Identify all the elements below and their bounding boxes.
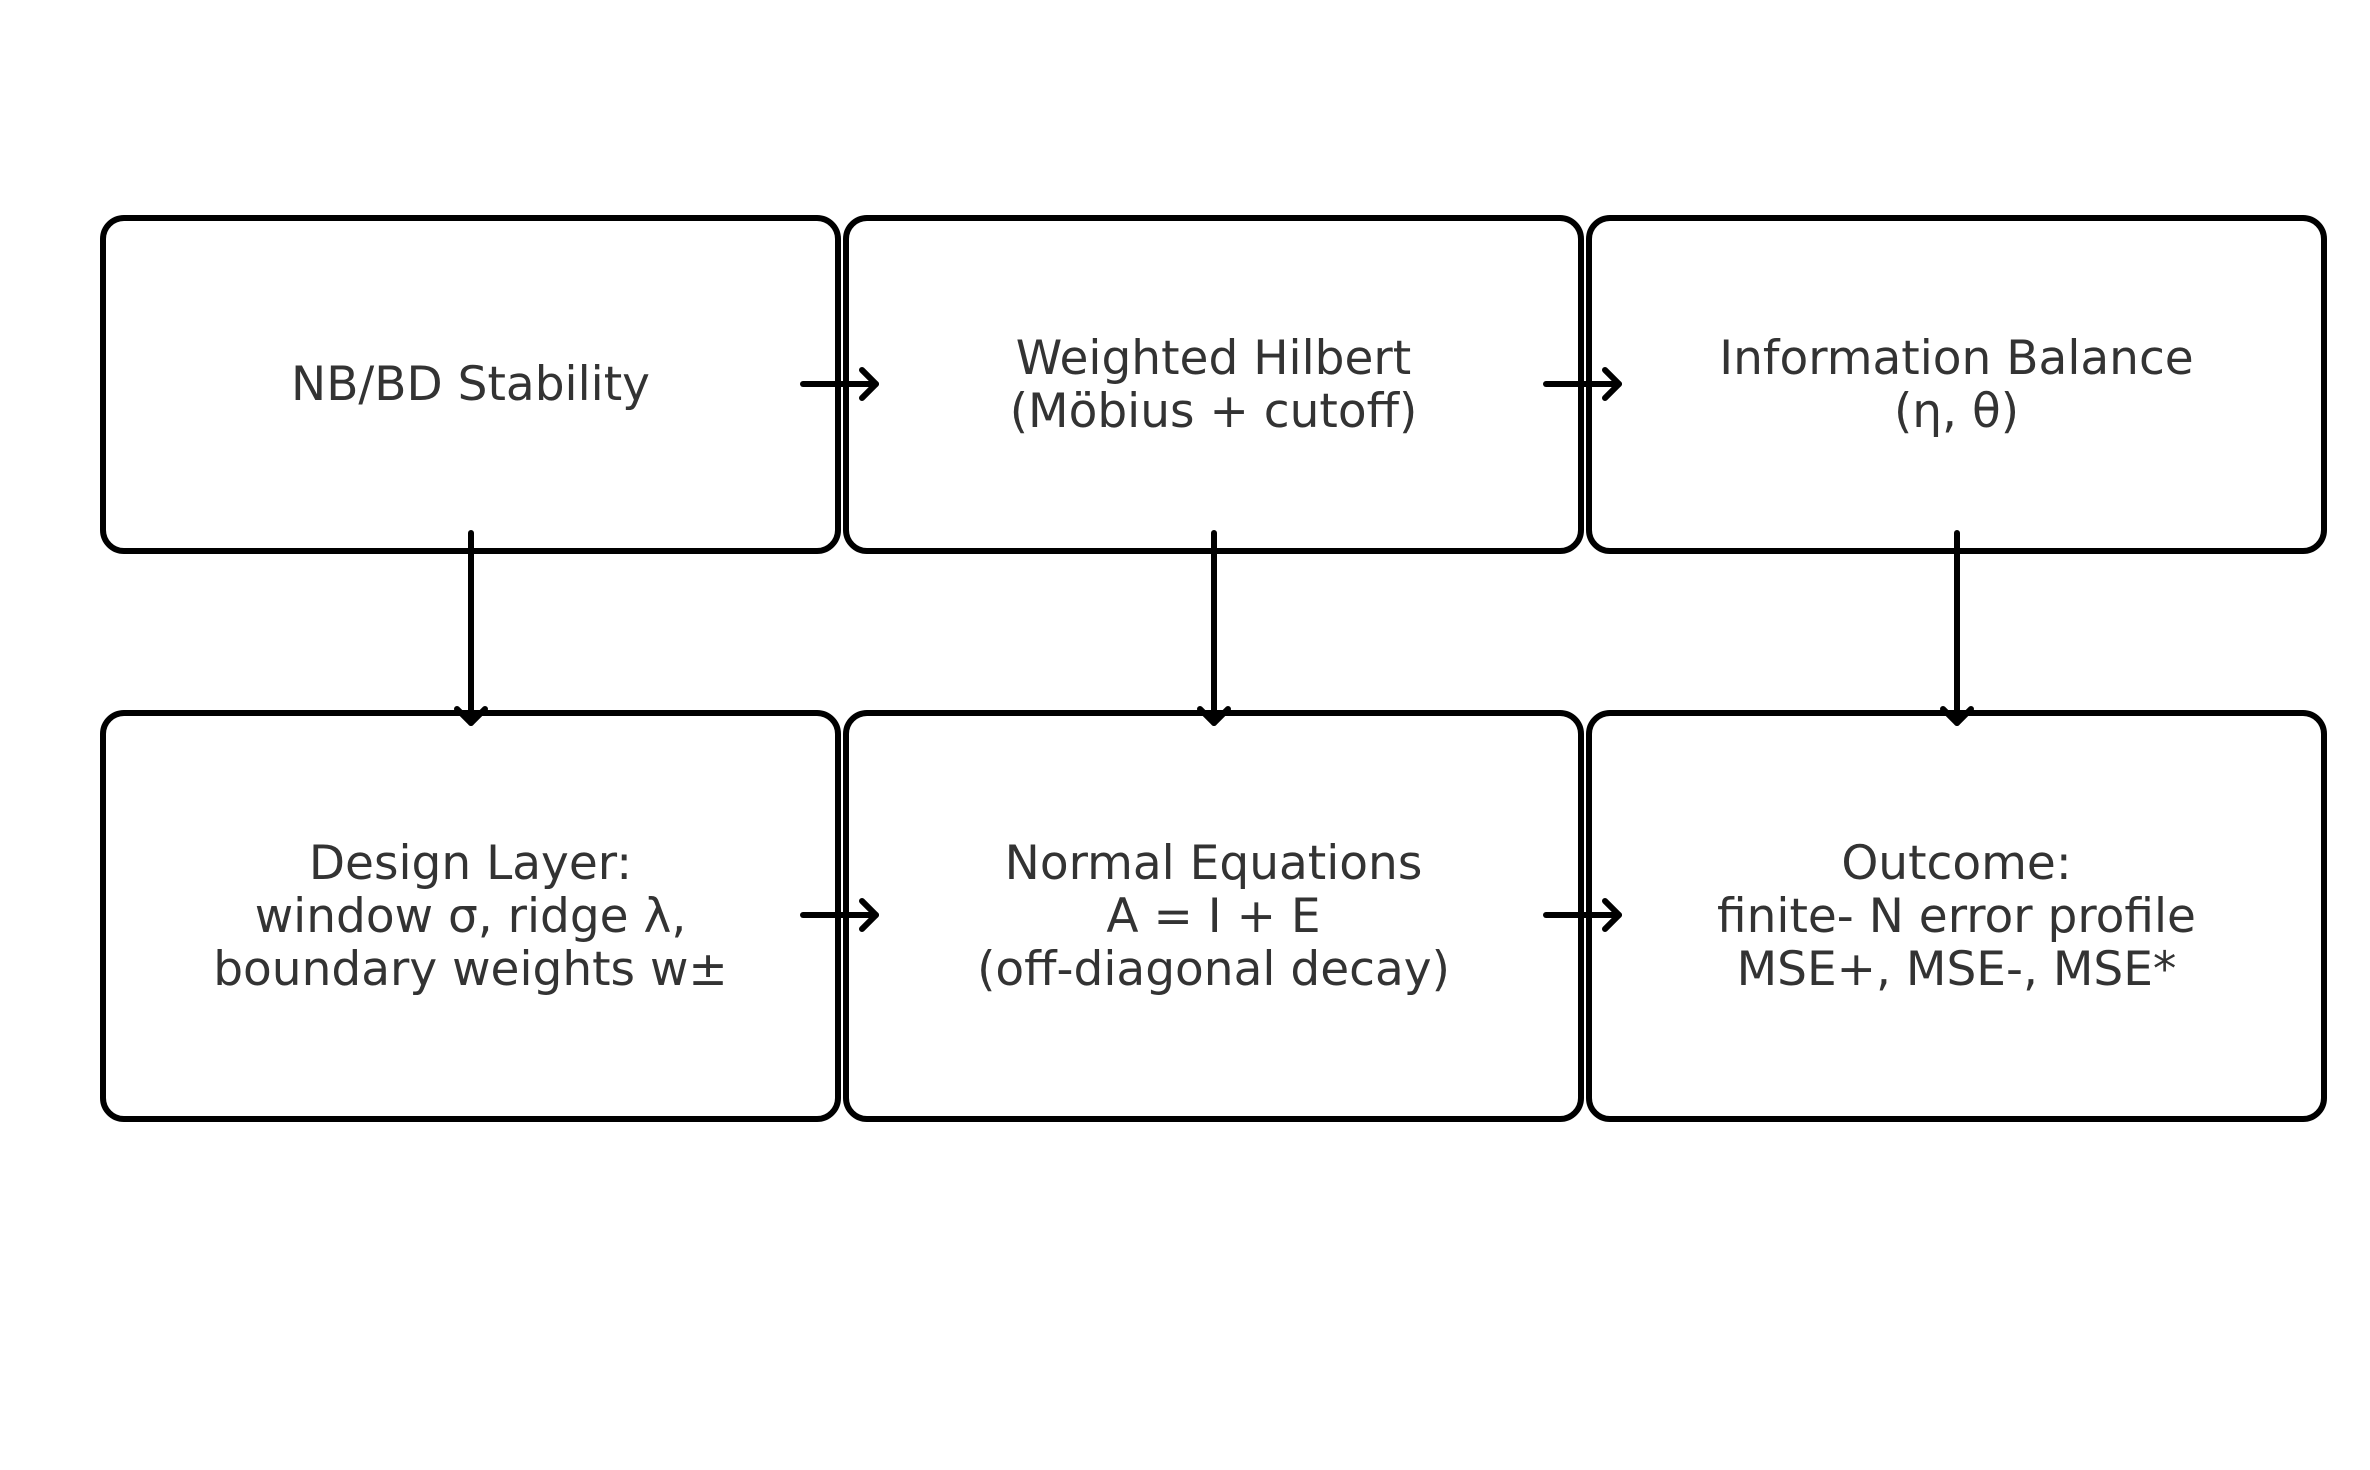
node-label-line: Outcome: (1841, 835, 2072, 891)
node-label-line: NB/BD Stability (291, 357, 650, 412)
arrow-head (859, 898, 879, 932)
node-label: Weighted Hilbert (Möbius + cutoff) (1010, 332, 1418, 438)
arrow-normal-equations-to-outcome (1543, 898, 1622, 932)
node-label: Design Layer: window σ, ridge λ, boundar… (213, 837, 728, 996)
node-label-line: Information Balance (1719, 330, 2194, 386)
node-label-line: (Möbius + cutoff) (1009, 383, 1418, 439)
node-label-line: finite- N error profile (1717, 888, 2196, 944)
arrow-nb-bd-to-design-layer (454, 530, 488, 726)
node-design-layer: Design Layer: window σ, ridge λ, boundar… (100, 710, 841, 1122)
arrow-head (1940, 706, 1974, 726)
node-label-line: boundary weights w± (213, 941, 728, 997)
node-label-line: (η, θ) (1893, 383, 2020, 439)
arrow-head (1602, 367, 1622, 401)
node-label-line: window σ, ridge λ, (254, 888, 687, 944)
arrow-nb-bd-to-weighted-hilbert (800, 367, 879, 401)
node-outcome: Outcome: finite- N error profile MSE+, M… (1586, 710, 2327, 1122)
arrow-information-balance-to-outcome (1940, 530, 1974, 726)
node-label-line: (off-diagonal decay) (977, 941, 1450, 997)
arrow-weighted-hilbert-to-information-balance (1543, 367, 1622, 401)
node-label: NB/BD Stability (291, 358, 650, 411)
node-label: Normal Equations A = I + E (off-diagonal… (977, 837, 1450, 996)
node-label-line: Weighted Hilbert (1015, 330, 1412, 386)
arrow-design-layer-to-normal-equations (800, 898, 879, 932)
arrow-head (1602, 898, 1622, 932)
arrow-head (454, 706, 488, 726)
node-label: Information Balance (η, θ) (1719, 332, 2193, 438)
arrow-head (859, 367, 879, 401)
arrow-head (1197, 706, 1231, 726)
node-label-line: Normal Equations (1004, 835, 1423, 891)
node-label-line: MSE+, MSE-, MSE* (1736, 941, 2177, 997)
node-label-line: Design Layer: (308, 835, 633, 891)
node-nb-bd-stability: NB/BD Stability (100, 215, 841, 554)
arrow-weighted-hilbert-to-normal-equations (1197, 530, 1231, 726)
node-label: Outcome: finite- N error profile MSE+, M… (1717, 837, 2196, 996)
node-label-line: A = I + E (1106, 888, 1321, 944)
